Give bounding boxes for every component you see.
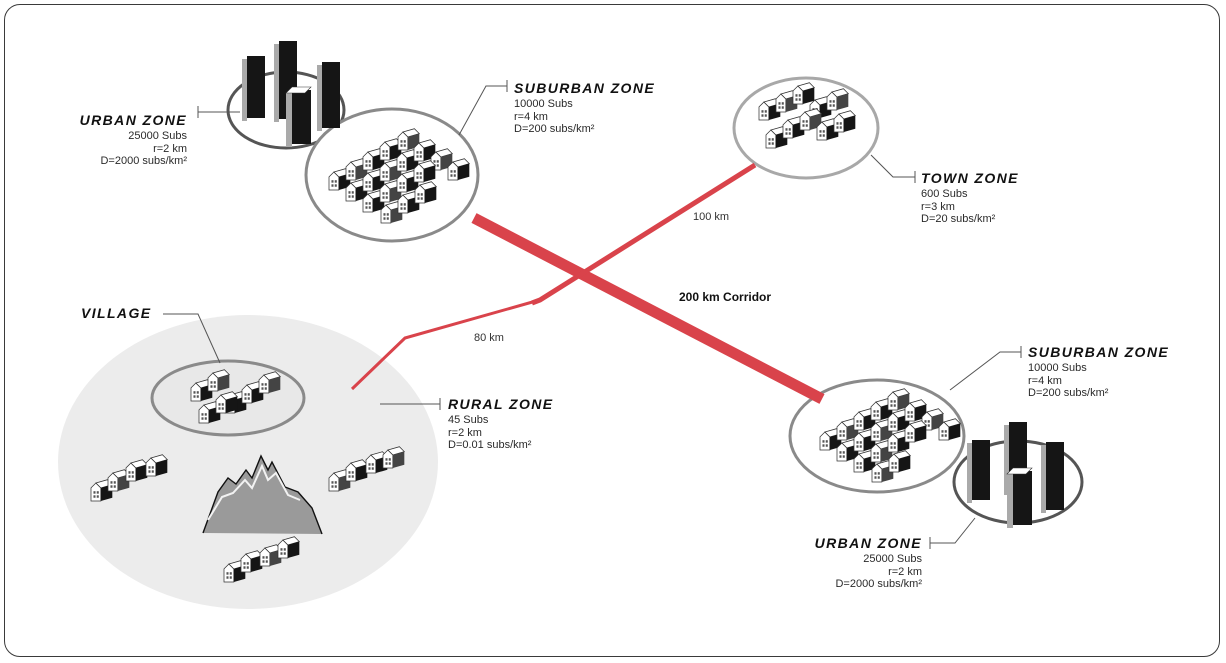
zone-density: D=2000 subs/km² — [100, 155, 187, 167]
house-icon — [819, 428, 843, 451]
mountain — [202, 454, 323, 535]
link-100km — [531, 162, 757, 306]
house-icon — [145, 454, 169, 477]
urban-zone-se-label: URBAN ZONE 25000 Subs r=2 km D=2000 subs… — [815, 535, 922, 591]
zone-radius: r=2 km — [888, 565, 922, 578]
zone-subs: 10000 Subs — [514, 98, 573, 110]
rural-zone-label: RURAL ZONE 45 Subs r=2 km D=0.01 subs/km… — [448, 396, 554, 452]
zone-density: D=20 subs/km² — [921, 213, 996, 225]
house-icon — [816, 118, 840, 141]
house-icon — [887, 388, 911, 411]
zone-density: D=200 subs/km² — [1028, 387, 1109, 399]
zone-subs: 600 Subs — [921, 188, 968, 200]
house-icon — [413, 160, 437, 183]
house-icon — [853, 450, 877, 473]
village-label: VILLAGE — [81, 305, 151, 323]
suburban-zone-n-label: SUBURBAN ZONE 10000 Subs r=4 km D=200 su… — [514, 80, 655, 136]
zone-radius: r=4 km — [514, 110, 548, 123]
zone-radius: r=2 km — [448, 426, 482, 439]
house-icon — [345, 459, 369, 482]
house-icon — [833, 110, 857, 133]
zone-title: TOWN ZONE — [921, 170, 1019, 186]
house-icon — [414, 181, 438, 204]
zone-density: D=0.01 subs/km² — [448, 439, 532, 451]
zone-radius: r=3 km — [921, 200, 955, 213]
zone-subs: 25000 Subs — [128, 130, 187, 142]
zone-radius: r=4 km — [1028, 374, 1062, 387]
urban-zone-nw-label: URBAN ZONE 25000 Subs r=2 km D=2000 subs… — [80, 112, 187, 168]
corridor-label: 200 km Corridor — [679, 290, 772, 304]
zone-title: RURAL ZONE — [448, 396, 554, 412]
house-icon — [382, 446, 406, 469]
zone-title: URBAN ZONE — [79, 112, 187, 128]
zone-title: SUBURBAN ZONE — [1028, 344, 1170, 360]
house-icon — [758, 98, 782, 121]
zone-subs: 45 Subs — [448, 414, 489, 426]
house-icon — [904, 399, 928, 422]
zone-radius: r=2 km — [153, 142, 187, 155]
link-80km — [350, 299, 537, 391]
house-icon — [379, 180, 403, 203]
zone-subs: 25000 Subs — [863, 553, 922, 565]
house-icon — [277, 536, 301, 559]
house-icon — [888, 450, 912, 473]
town-link-distance: 100 km — [693, 211, 730, 223]
house-icon — [836, 439, 860, 462]
zone-subs: 10000 Subs — [1028, 362, 1087, 374]
corridor-200km — [471, 213, 825, 404]
town-zone-label: TOWN ZONE 600 Subs r=3 km D=20 subs/km² — [921, 170, 1019, 226]
house-icon — [904, 420, 928, 443]
zone-title: URBAN ZONE — [814, 535, 922, 551]
house-icon — [792, 82, 816, 105]
zone-density: D=200 subs/km² — [514, 123, 595, 135]
house-icon — [215, 391, 239, 414]
rural-link-distance: 80 km — [474, 332, 504, 344]
house-icon — [207, 369, 231, 392]
diagram-frame — [4, 4, 1220, 657]
house-icon — [258, 371, 282, 394]
house-icon — [447, 158, 471, 181]
house-icon — [938, 418, 962, 441]
house-icon — [826, 88, 850, 111]
zone-density: D=2000 subs/km² — [835, 578, 922, 590]
zone-title: SUBURBAN ZONE — [514, 80, 656, 96]
tower-cluster-nw — [242, 41, 340, 147]
zone-title: VILLAGE — [81, 305, 152, 321]
tower-cluster-se — [967, 422, 1064, 528]
suburban-zone-se-label: SUBURBAN ZONE 10000 Subs r=4 km D=200 su… — [1028, 344, 1169, 400]
